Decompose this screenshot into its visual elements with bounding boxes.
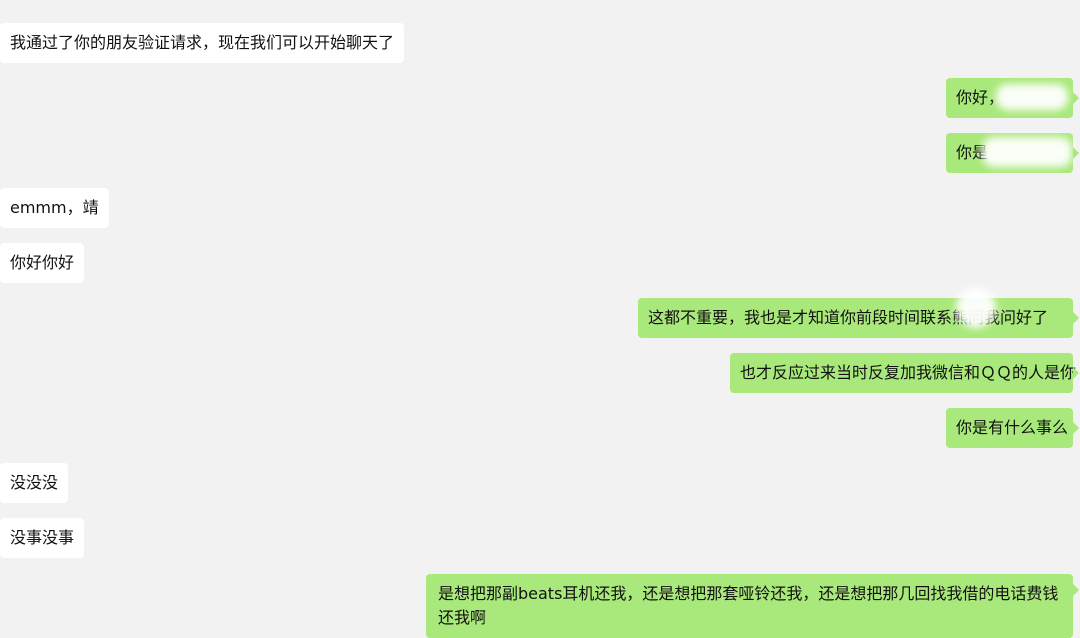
outgoing-message: 你是有什么事么 (946, 408, 1079, 448)
message-bubble[interactable]: 这都不重要，我也是才知道你前段时间联系熊问我问好了 (638, 288, 1079, 338)
message-text: emmm，靖 (10, 198, 99, 217)
message-bubble[interactable]: 也才反应过来当时反复加我微信和ＱＱ的人是你 (730, 353, 1079, 393)
redaction-mark (982, 137, 1072, 167)
incoming-message: 你好你好 (0, 243, 85, 283)
redaction-mark (956, 288, 996, 328)
outgoing-message: 是想把那副beats耳机还我，还是想把那套哑铃还我，还是想把那几回找我借的电话费… (426, 574, 1079, 638)
outgoing-message: 你好， (946, 78, 1079, 118)
message-text: 也才反应过来当时反复加我微信和ＱＱ的人是你 (740, 363, 1077, 382)
message-bubble[interactable]: 没事没事 (0, 518, 85, 558)
outgoing-message: 你是 (946, 133, 1079, 173)
message-text: 你是有什么事么 (956, 418, 1069, 437)
message-text: 这都不重要，我也是才知道你前段时间联系熊问我问好了 (648, 308, 1049, 327)
message-text: 我通过了你的朋友验证请求，现在我们可以开始聊天了 (10, 33, 395, 52)
message-text: 你是 (956, 143, 989, 162)
message-bubble[interactable]: 你是 (946, 133, 1079, 173)
redaction-mark (996, 84, 1068, 110)
message-text: 你好你好 (10, 253, 75, 272)
message-bubble[interactable]: 没没没 (0, 463, 69, 503)
message-bubble[interactable]: 是想把那副beats耳机还我，还是想把那套哑铃还我，还是想把那几回找我借的电话费… (426, 574, 1079, 638)
message-bubble[interactable]: emmm，靖 (0, 188, 109, 228)
incoming-message: emmm，靖 (0, 188, 109, 228)
message-text: 没没没 (10, 473, 59, 492)
message-bubble[interactable]: 我通过了你的朋友验证请求，现在我们可以开始聊天了 (0, 23, 405, 63)
message-text: 是想把那副beats耳机还我，还是想把那套哑铃还我，还是想把那几回找我借的电话费… (438, 584, 1059, 627)
incoming-message: 没事没事 (0, 518, 85, 558)
outgoing-message: 这都不重要，我也是才知道你前段时间联系熊问我问好了 (638, 288, 1079, 338)
incoming-message: 我通过了你的朋友验证请求，现在我们可以开始聊天了 (0, 23, 405, 63)
outgoing-message: 也才反应过来当时反复加我微信和ＱＱ的人是你 (730, 353, 1079, 393)
message-text: 你好， (956, 88, 1005, 107)
incoming-message: 没没没 (0, 463, 69, 503)
message-bubble[interactable]: 你是有什么事么 (946, 408, 1079, 448)
message-bubble[interactable]: 你好你好 (0, 243, 85, 283)
message-bubble[interactable]: 你好， (946, 78, 1079, 118)
message-text: 没事没事 (10, 528, 75, 547)
